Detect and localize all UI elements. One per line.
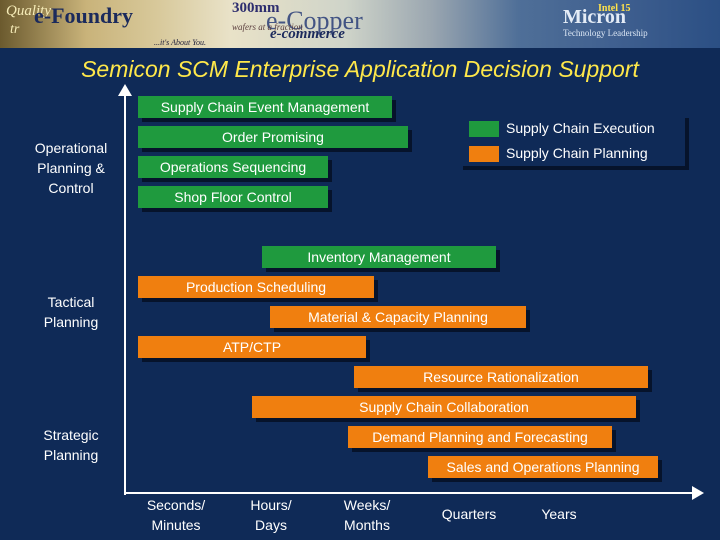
bar-production-scheduling: Production Scheduling	[138, 276, 374, 298]
x-tick-quarters: Quarters	[426, 504, 512, 524]
bar-sales-operations-planning: Sales and Operations Planning	[428, 456, 658, 478]
legend-swatch-execution	[469, 121, 499, 137]
header-banner: Quality tr e-Foundry 300mm e-Copper wafe…	[0, 0, 720, 48]
banner-right-badge: Intel 15	[598, 3, 631, 14]
bar-supply-chain-collaboration: Supply Chain Collaboration	[252, 396, 636, 418]
bar-demand-planning-forecasting: Demand Planning and Forecasting	[348, 426, 612, 448]
bar-operations-sequencing: Operations Sequencing	[138, 156, 328, 178]
bar-resource-rationalization: Resource Rationalization	[354, 366, 648, 388]
y-axis-arrow	[118, 84, 132, 96]
banner-left-brand: e-Foundry	[34, 3, 133, 29]
banner-right-sub: Technology Leadership	[563, 28, 648, 38]
bar-atp-ctp: ATP/CTP	[138, 336, 366, 358]
bar-order-promising: Order Promising	[138, 126, 408, 148]
x-tick-seconds: Seconds/Minutes	[132, 495, 220, 535]
x-axis-arrow	[692, 486, 704, 500]
banner-center-sub: e-commerce	[270, 26, 345, 43]
bar-shop-floor-control: Shop Floor Control	[138, 186, 328, 208]
y-axis-line	[124, 92, 126, 495]
legend-label-execution: Supply Chain Execution	[506, 120, 655, 136]
banner-left-script2: tr	[10, 22, 19, 38]
x-tick-hours: Hours/Days	[232, 495, 310, 535]
x-tick-weeks: Weeks/Months	[324, 495, 410, 535]
legend: Supply Chain Execution Supply Chain Plan…	[459, 114, 685, 166]
legend-label-planning: Supply Chain Planning	[506, 145, 648, 161]
banner-tagline: ...it's About You.	[154, 38, 206, 47]
bar-supply-chain-event-management: Supply Chain Event Management	[138, 96, 392, 118]
legend-swatch-planning	[469, 146, 499, 162]
bar-inventory-management: Inventory Management	[262, 246, 496, 268]
x-axis-line	[124, 492, 694, 494]
x-tick-years: Years	[526, 504, 592, 524]
bar-material-capacity-planning: Material & Capacity Planning	[270, 306, 526, 328]
page-title: Semicon SCM Enterprise Application Decis…	[0, 56, 720, 83]
